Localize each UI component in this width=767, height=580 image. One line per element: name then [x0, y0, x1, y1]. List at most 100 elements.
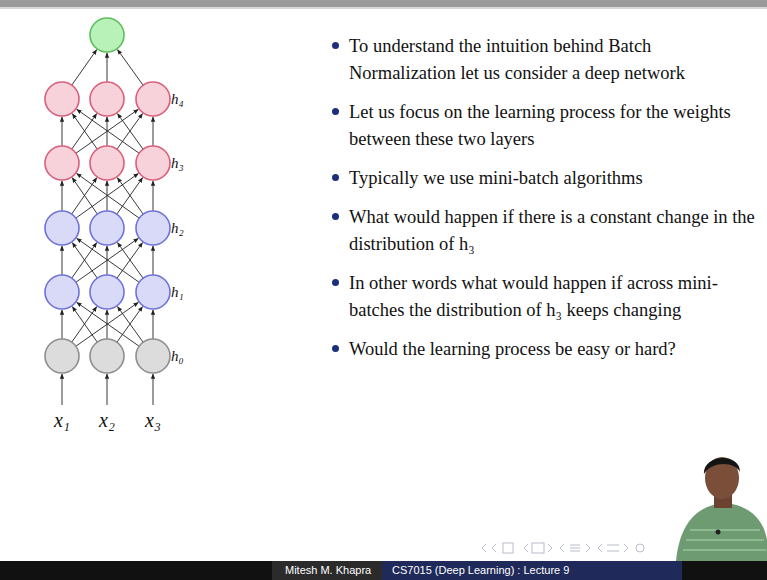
neuron — [45, 339, 79, 373]
weight-arrow — [153, 117, 154, 146]
bullet-text: In other words what would happen if acro… — [349, 270, 758, 324]
neuron — [90, 82, 124, 116]
bullet-text: What would happen if there is a constant… — [349, 204, 758, 258]
neuron — [90, 339, 124, 373]
nav-arrow — [524, 544, 552, 552]
bullet-item: Let us focus on the learning process for… — [330, 99, 758, 153]
neuron — [90, 275, 124, 309]
footer-lecture-panel — [382, 561, 682, 580]
bullet-dot — [332, 345, 339, 352]
weight-arrow — [72, 178, 97, 214]
weight-arrow — [62, 310, 63, 339]
weight-arrow — [107, 117, 108, 146]
weight-arrow — [118, 114, 144, 150]
input-label: x₁ — [54, 410, 70, 430]
weight-arrow — [72, 307, 97, 342]
neuron — [136, 82, 170, 116]
neurons — [45, 18, 170, 373]
footer-bar — [0, 561, 767, 580]
bullet-text: Let us focus on the learning process for… — [349, 99, 758, 153]
footer-text: CS7015 (Deep Learning) : Lecture 9 — [392, 564, 569, 577]
weight-arrow — [153, 181, 154, 211]
neuron — [136, 211, 170, 245]
bullet-dot — [332, 42, 339, 49]
bullet-dot — [332, 279, 339, 286]
presenter-hair — [704, 458, 740, 474]
shirt-stripes — [683, 530, 766, 550]
neuron — [90, 146, 124, 180]
neuron — [45, 275, 79, 309]
neuron — [136, 275, 170, 309]
footer-author-panel — [272, 561, 382, 580]
weight-arrow — [72, 50, 97, 85]
bullet-list: To understand the intuition behind Batch… — [330, 33, 758, 375]
weight-arrow — [118, 50, 144, 86]
layer-label: h₄ — [171, 92, 184, 107]
neuron — [136, 146, 170, 180]
nav-frame — [532, 543, 544, 553]
weight-arrow — [118, 307, 144, 343]
nav-search — [636, 544, 644, 552]
input-label: x₃ — [145, 410, 161, 430]
neuron — [90, 18, 124, 52]
weight-arrow — [117, 307, 143, 343]
bullet-item: In other words what would happen if acro… — [330, 270, 758, 324]
top-strip — [0, 0, 767, 7]
bullet-item: What would happen if there is a constant… — [330, 204, 758, 258]
top-strip-shade — [0, 7, 767, 9]
layer-label: h₂ — [171, 221, 184, 236]
weight-arrow — [117, 114, 143, 150]
weight-arrow — [107, 246, 108, 275]
weight-arrow — [72, 114, 97, 149]
neuron — [45, 211, 79, 245]
bullet-text: Would the learning process be easy or ha… — [349, 336, 676, 363]
weight-arrow — [72, 178, 97, 214]
nav-arrow — [482, 544, 496, 552]
weight-arrow — [107, 53, 108, 82]
presenter-shirt — [676, 503, 767, 561]
layer-label: h₁ — [171, 285, 184, 300]
navigation-icons — [482, 543, 644, 553]
weight-arrow — [107, 374, 108, 405]
weight-arrow — [62, 374, 63, 405]
weight-arrow — [117, 178, 143, 214]
bullet-dot — [332, 108, 339, 115]
nav-lines — [607, 545, 619, 551]
weight-arrow — [107, 181, 108, 211]
neuron — [90, 211, 124, 245]
layer-label: h₀ — [171, 349, 184, 364]
bullet-item: Would the learning process be easy or ha… — [330, 336, 758, 363]
nav-frame — [503, 543, 513, 553]
footer-text: Mitesh M. Khapra — [285, 564, 371, 577]
nav-arrow — [560, 544, 590, 552]
weight-arrow — [153, 246, 154, 275]
weight-arrow — [153, 374, 154, 405]
bullet-dot — [332, 174, 339, 181]
weight-arrow — [72, 243, 97, 278]
bullet-text: To understand the intuition behind Batch… — [349, 33, 758, 87]
input-label: x₂ — [99, 410, 115, 430]
bullet-item: Typically we use mini-batch algorithms — [330, 165, 758, 192]
weight-arrow — [118, 243, 144, 279]
nav-lines — [570, 545, 580, 551]
weight-arrow — [62, 181, 63, 211]
weight-arrow — [72, 307, 97, 342]
weight-arrow — [62, 246, 63, 275]
neuron — [45, 82, 79, 116]
neuron — [136, 339, 170, 373]
bullet-dot — [332, 213, 339, 220]
neuron — [45, 146, 79, 180]
weight-arrow — [117, 243, 143, 279]
weight-arrow — [72, 243, 97, 278]
bullet-item: To understand the intuition behind Batch… — [330, 33, 758, 87]
layer-label: h₃ — [171, 156, 184, 171]
weight-arrow — [117, 178, 143, 214]
microphone — [716, 530, 721, 535]
presenter-figure — [676, 457, 767, 561]
weight-arrow — [107, 310, 108, 339]
weight-arrow — [72, 114, 97, 149]
weight-arrow — [153, 310, 154, 339]
nav-arrow — [598, 544, 628, 552]
weight-arrow — [62, 117, 63, 146]
bullet-text: Typically we use mini-batch algorithms — [349, 165, 643, 192]
